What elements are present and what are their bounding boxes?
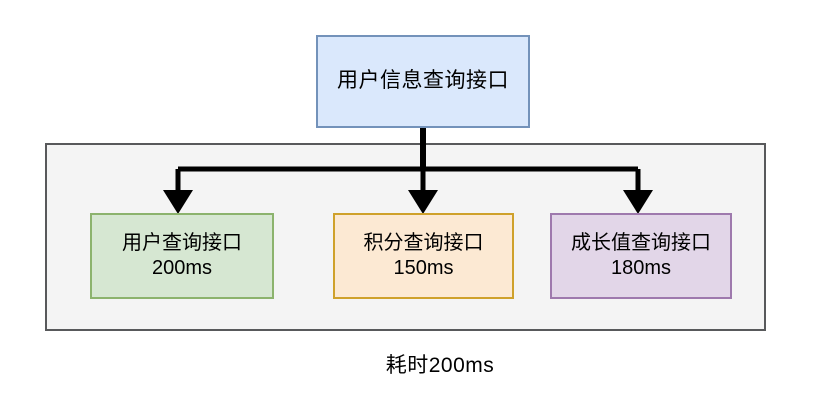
diagram-caption: 耗时200ms bbox=[0, 349, 814, 379]
node-growth-query-api-latency: 180ms bbox=[610, 257, 672, 279]
node-root-label: 用户信息查询接口 bbox=[337, 69, 509, 93]
node-points-query-api-latency: 150ms bbox=[393, 257, 454, 279]
node-user-query-api-latency: 200ms bbox=[151, 257, 213, 279]
node-user-query-api[interactable]: 用户查询接口 200ms bbox=[90, 213, 274, 299]
node-root[interactable]: 用户信息查询接口 bbox=[316, 35, 530, 128]
node-user-query-api-label: 用户查询接口 bbox=[122, 232, 242, 254]
node-points-query-api[interactable]: 积分查询接口 150ms bbox=[333, 213, 514, 299]
node-growth-query-api-label: 成长值查询接口 bbox=[571, 232, 711, 254]
node-points-query-api-label: 积分查询接口 bbox=[363, 232, 484, 254]
node-growth-query-api[interactable]: 成长值查询接口 180ms bbox=[550, 213, 732, 299]
diagram-caption-text: 耗时200ms bbox=[385, 354, 495, 377]
